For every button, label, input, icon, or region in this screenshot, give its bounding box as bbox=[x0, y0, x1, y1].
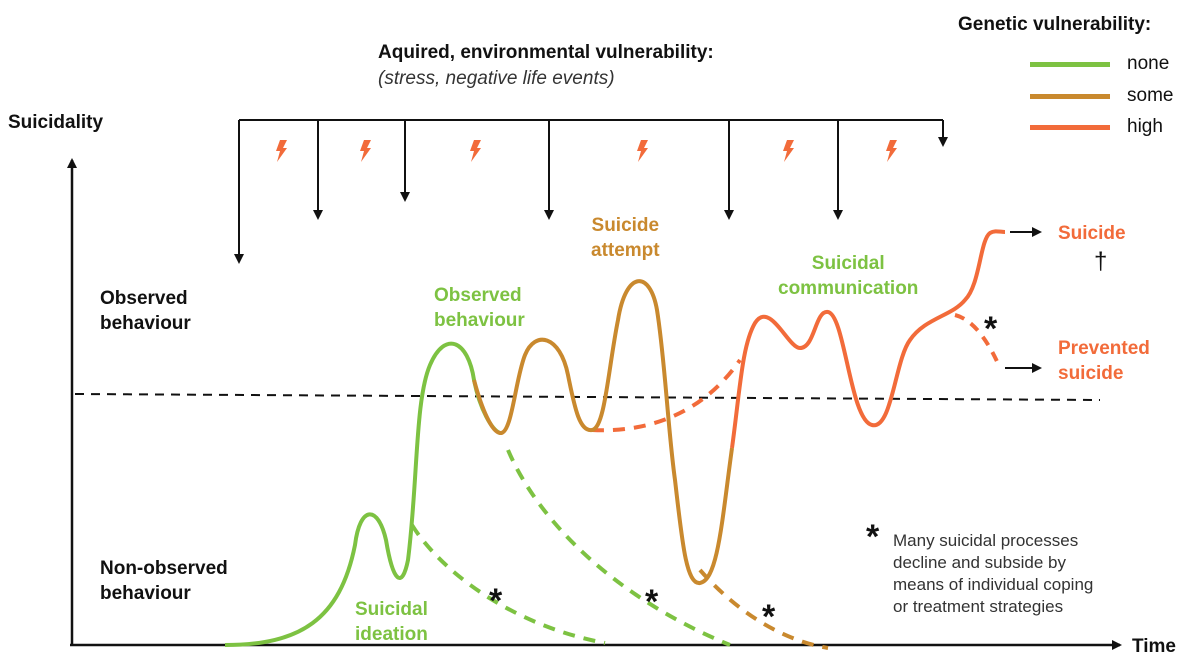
region-non-observed: Non-observed behaviour bbox=[100, 558, 228, 604]
legend-swatch-some bbox=[1030, 94, 1110, 99]
svg-text:*: * bbox=[489, 582, 503, 620]
dagger-icon: † bbox=[1094, 248, 1108, 275]
lightning-bolt-icon bbox=[276, 140, 897, 162]
legend-label-some: some bbox=[1127, 85, 1174, 106]
label-communication: Suicidal communication bbox=[778, 253, 919, 299]
label-prevented: Prevented suicide bbox=[1058, 338, 1150, 384]
env-title: Aquired, environmental vulnerability: bbox=[378, 42, 714, 63]
legend-label-high: high bbox=[1127, 116, 1163, 137]
label-observed-behaviour: Observed behaviour bbox=[434, 285, 525, 331]
svg-text:*: * bbox=[645, 583, 659, 621]
threshold-line bbox=[74, 393, 1101, 401]
footnote-text: Many suicidal processes decline and subs… bbox=[893, 531, 1094, 616]
x-axis-label: Time bbox=[1132, 636, 1177, 657]
curve-orange bbox=[730, 229, 1006, 449]
env-subtitle: (stress, negative life events) bbox=[378, 68, 615, 89]
decline-green-1 bbox=[410, 523, 606, 645]
label-attempt: Suicide attempt bbox=[591, 215, 660, 261]
legend-label-none: none bbox=[1127, 53, 1170, 74]
legend-title: Genetic vulnerability: bbox=[958, 14, 1152, 35]
label-ideation: Suicidal ideation bbox=[355, 599, 428, 645]
region-observed: Observed behaviour bbox=[100, 288, 191, 334]
asterisk-markers: * * * * bbox=[489, 310, 998, 636]
label-suicide: Suicide bbox=[1058, 223, 1126, 244]
decline-green-2 bbox=[506, 449, 731, 647]
curve-gold bbox=[472, 279, 734, 585]
y-axis-label: Suicidality bbox=[8, 112, 104, 133]
footnote-asterisk-icon: * bbox=[866, 518, 880, 556]
rise-orange-dashed bbox=[591, 358, 742, 433]
curve-green bbox=[224, 341, 502, 647]
prevented-dashed bbox=[954, 313, 1002, 369]
legend-swatch-high bbox=[1030, 125, 1110, 130]
env-arrows bbox=[234, 120, 948, 264]
legend-swatch-none bbox=[1030, 62, 1110, 67]
decline-gold bbox=[698, 568, 829, 650]
svg-text:*: * bbox=[984, 310, 998, 348]
svg-text:*: * bbox=[762, 598, 776, 636]
